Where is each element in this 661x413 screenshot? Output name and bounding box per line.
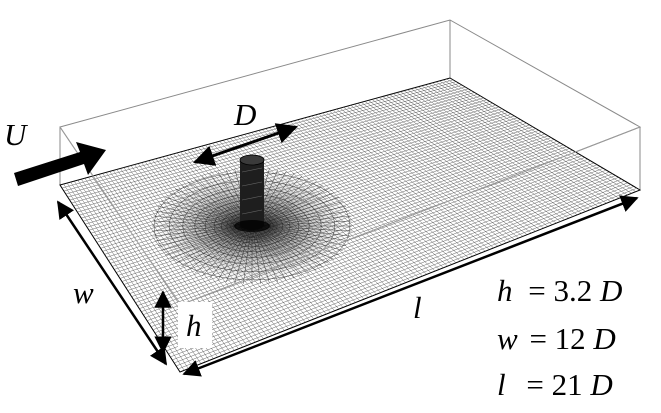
equation-w: w = 12 D [497, 321, 616, 356]
flow-direction: U [4, 117, 106, 186]
equation-h: h = 3.2 D [497, 273, 622, 308]
parameter-list: h = 3.2 D w = 12 D l = 21 D [497, 273, 622, 402]
length-dimension: l [182, 195, 639, 377]
width-dimension: w [56, 200, 168, 366]
flow-arrow [14, 142, 106, 186]
diameter-dimension: D [193, 97, 298, 166]
length-label: l [413, 290, 422, 325]
height-label: h [186, 308, 202, 343]
flow-label: U [4, 117, 29, 152]
equation-l: l = 21 D [497, 367, 613, 402]
diameter-label: D [233, 97, 256, 132]
width-label: w [73, 275, 94, 310]
